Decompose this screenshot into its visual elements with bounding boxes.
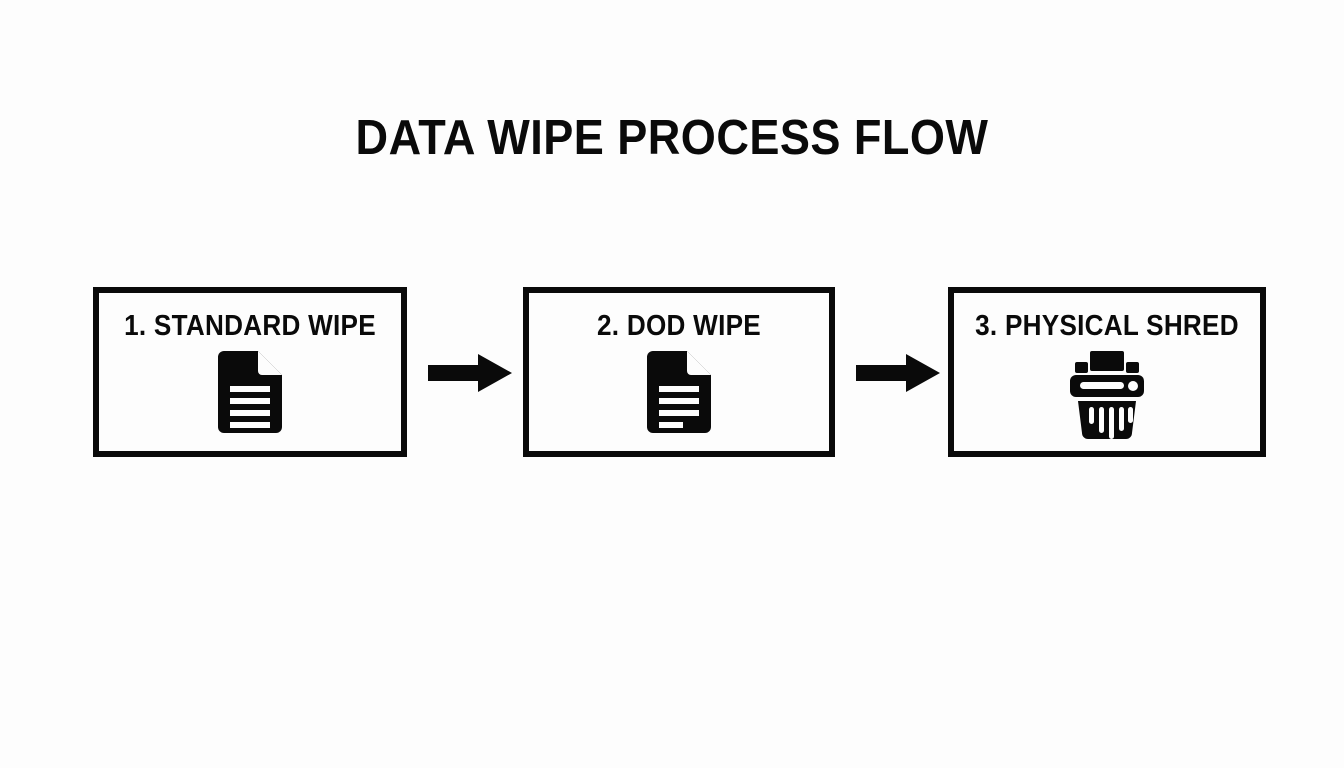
process-step-3[interactable]: 3. PHYSICAL SHRED <box>948 287 1266 457</box>
process-flow-diagram: 1. STANDARD WIPE 2. DOD WIPE <box>93 287 1266 457</box>
process-step-2[interactable]: 2. DOD WIPE <box>523 287 835 457</box>
process-step-2-icon-wrap <box>529 351 829 451</box>
process-step-3-icon-wrap <box>954 351 1260 451</box>
process-step-1-icon-wrap <box>99 351 401 451</box>
flow-connector-2 <box>856 354 940 392</box>
paper-shredder-icon <box>1070 351 1144 439</box>
arrow-right-icon <box>856 354 940 392</box>
process-step-1-label: 1. STANDARD WIPE <box>124 310 376 342</box>
document-icon <box>218 351 282 433</box>
process-step-3-label: 3. PHYSICAL SHRED <box>975 310 1239 342</box>
flow-connector-1 <box>428 354 512 392</box>
process-step-1[interactable]: 1. STANDARD WIPE <box>93 287 407 457</box>
page-title: DATA WIPE PROCESS FLOW <box>355 111 989 165</box>
process-step-2-label: 2. DOD WIPE <box>597 310 761 342</box>
arrow-right-icon <box>428 354 512 392</box>
document-icon <box>647 351 711 433</box>
